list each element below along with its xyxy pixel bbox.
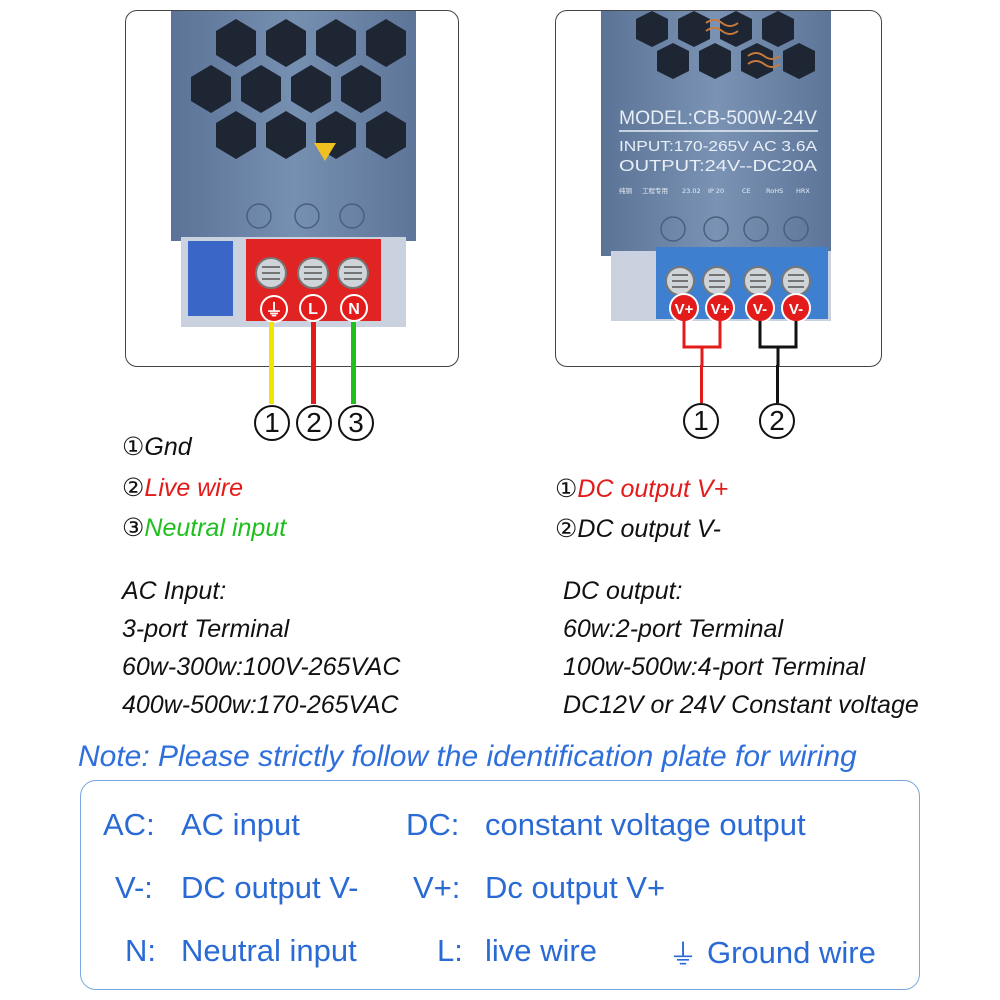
glossary-ac-key: AC: <box>103 807 155 842</box>
dc-spec-line-1: 60w:2-port Terminal <box>563 615 784 643</box>
terminal-label-neutral: N <box>348 301 360 318</box>
terminal-label-vplus-2: V+ <box>711 301 730 318</box>
plate-mark-5: CE <box>742 187 751 195</box>
legend-text: Live wire <box>144 474 244 502</box>
vminus-wire <box>776 365 779 403</box>
legend-text: DC output V+ <box>577 475 729 503</box>
ac-terminal-photo: ⏚ L N <box>125 10 459 367</box>
dc-terminal-illustration: MODEL:CB-500W-24V INPUT:170-265V AC 3.6A… <box>601 11 831 366</box>
glossary-ground-value: Ground wire <box>707 935 876 970</box>
glossary-l-key: L: <box>437 933 463 968</box>
legend-num: ① <box>122 433 145 461</box>
plate-mark-6: RoHS <box>766 187 783 195</box>
ac-spec-line-3: 400w-500w:170-265VAC <box>122 691 399 719</box>
legend-num: ① <box>555 475 578 503</box>
wire-number-vminus: 2 <box>759 403 795 439</box>
ground-wire <box>269 322 274 404</box>
glossary-dc-value: constant voltage output <box>485 807 806 842</box>
legend-neutral: ③Neutral input <box>122 513 286 543</box>
neutral-wire <box>351 322 356 404</box>
legend-text: Neutral input <box>144 514 287 542</box>
glossary-n-value: Neutral input <box>181 933 357 968</box>
hex-vent-grille <box>636 11 815 79</box>
legend-text: Gnd <box>144 433 192 461</box>
dc-spec-heading: DC output: <box>563 577 683 605</box>
legend-gnd: ①Gnd <box>122 432 192 462</box>
glossary-box: AC: AC input DC: constant voltage output… <box>80 780 920 990</box>
terminal-label-vplus-1: V+ <box>675 301 694 318</box>
vplus-bracket <box>682 321 722 349</box>
ac-spec-heading: AC Input: <box>122 577 227 605</box>
terminal-label-ground: ⏚ <box>266 301 283 321</box>
legend-text: DC output V- <box>577 515 722 543</box>
ground-symbol-icon: ⏚ <box>669 938 698 971</box>
wiring-note: Note: Please strictly follow the identif… <box>78 740 857 773</box>
legend-dc-vminus: ②DC output V- <box>555 514 721 544</box>
legend-num: ② <box>555 515 578 543</box>
plate-mark-2: 工程专用 <box>642 186 668 195</box>
wire-number-3: 3 <box>338 405 374 441</box>
wire-number-1: 1 <box>254 405 290 441</box>
glossary-n-key: N: <box>125 933 156 968</box>
wire-number-vplus: 1 <box>683 403 719 439</box>
plate-mark-4: IP 20 <box>708 187 724 195</box>
glossary-vminus-value: DC output V- <box>181 870 359 905</box>
glossary-vminus-key: V-: <box>115 870 153 905</box>
legend-num: ② <box>122 474 145 502</box>
legend-dc-vplus: ①DC output V+ <box>555 474 728 504</box>
glossary-vplus-value: Dc output V+ <box>485 870 666 905</box>
legend-num: ③ <box>122 514 145 542</box>
dc-spec-line-3: DC12V or 24V Constant voltage <box>563 691 919 719</box>
plate-small-marks: 纯铜 工程专用 23.02 IP 20 CE RoHS HRX <box>619 186 810 195</box>
embossed-labels <box>660 216 809 242</box>
plate-mark-3: 23.02 <box>682 187 701 195</box>
wire-number-2: 2 <box>296 405 332 441</box>
ac-spec-line-1: 3-port Terminal <box>122 615 290 643</box>
terminal-label-vminus-2: V- <box>789 301 803 318</box>
glossary-l-value: live wire <box>485 933 597 968</box>
vminus-bracket <box>758 321 798 349</box>
glossary-vplus-key: V+: <box>413 870 461 905</box>
glossary-dc-key: DC: <box>406 807 460 842</box>
plate-mark-7: HRX <box>796 187 810 195</box>
ac-spec-line-2: 60w-300w:100V-265VAC <box>122 653 401 681</box>
dc-spec-line-2: 100w-500w:4-port Terminal <box>563 653 866 681</box>
dc-terminal-photo: MODEL:CB-500W-24V INPUT:170-265V AC 3.6A… <box>555 10 882 367</box>
legend-live: ②Live wire <box>122 473 243 503</box>
terminal-label-badges <box>260 294 368 323</box>
embossed-labels <box>246 203 365 229</box>
glossary-ac-value: AC input <box>181 807 300 842</box>
hex-vent-grille <box>191 19 406 159</box>
vplus-wire <box>700 365 703 403</box>
terminal-label-vminus-1: V- <box>753 301 767 318</box>
plate-model: MODEL:CB-500W-24V <box>619 108 817 129</box>
plate-input: INPUT:170-265V AC 3.6A <box>619 138 817 155</box>
live-wire <box>311 322 316 404</box>
plate-mark-1: 纯铜 <box>619 186 633 195</box>
plate-output: OUTPUT:24V--DC20A <box>619 158 817 175</box>
terminal-label-live: L <box>308 301 318 318</box>
ac-terminal-illustration: ⏚ L N <box>171 11 416 327</box>
